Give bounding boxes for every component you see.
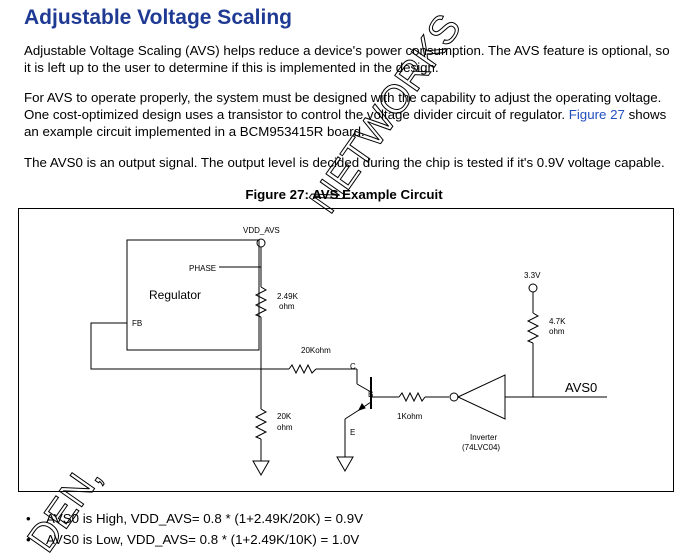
label-regulator: Regulator	[149, 288, 201, 302]
supply-3v3-terminal	[528, 283, 538, 293]
section-title: Adjustable Voltage Scaling	[24, 6, 292, 29]
label-inverter-part: (74LVC04)	[462, 443, 500, 452]
figure-27-link[interactable]: Figure 27	[568, 107, 625, 122]
circuit-schematic: VDD_AVS PHASE Regulator FB 2.49K ohm 20K…	[90, 226, 607, 477]
vdd-avs-terminal	[256, 238, 266, 248]
figure-caption: Figure 27: AVS Example Circuit	[245, 187, 443, 202]
paragraph-avs-intro: Adjustable Voltage Scaling (AVS) helps r…	[24, 43, 670, 75]
resistor-2-49k	[254, 286, 268, 318]
bullet-text: AVS0 is Low, VDD_AVS= 0.8 * (1+2.49K/10K…	[46, 532, 360, 547]
label-avs0: AVS0	[565, 380, 597, 395]
regulator-box	[126, 239, 260, 351]
paragraph-avs0-output: The AVS0 is an output signal. The output…	[24, 155, 665, 170]
label-inverter: Inverter	[470, 433, 497, 442]
inverter-bubble	[449, 392, 459, 402]
resistor-1kohm	[398, 391, 426, 403]
ground-emitter	[336, 456, 354, 473]
avs-circuit-diagram: VDD_AVS PHASE Regulator FB 2.49K ohm 20K…	[18, 208, 674, 492]
label-r1-unit: ohm	[279, 302, 295, 311]
bullet-marker: •	[26, 511, 31, 526]
bullet-text: AVS0 is High, VDD_AVS= 0.8 * (1+2.49K/20…	[46, 511, 363, 526]
label-supply-3v3: 3.3V	[524, 271, 541, 280]
paragraph-design-text: For AVS to operate properly, the system …	[24, 90, 662, 122]
label-r5-value: 4.7K	[549, 317, 566, 326]
label-fb: FB	[132, 319, 142, 328]
label-collector: C	[350, 362, 356, 371]
bullet-avs0-low: • AVS0 is Low, VDD_AVS= 0.8 * (1+2.49K/10…	[24, 529, 363, 550]
label-r1-value: 2.49K	[277, 292, 299, 301]
label-r2-value: 20Kohm	[301, 346, 331, 355]
paragraph-avs-design: For AVS to operate properly, the system …	[24, 89, 674, 140]
paragraph-design-text-end: shows an example circuit implemented in …	[24, 107, 667, 139]
bullet-marker: •	[26, 532, 31, 547]
label-r4-value: 1Kohm	[397, 412, 423, 421]
resistor-20kohm	[288, 363, 317, 375]
label-vdd-avs: VDD_AVS	[243, 226, 280, 235]
label-r3-value: 20K	[277, 412, 292, 421]
label-base: B	[368, 390, 373, 399]
label-phase: PHASE	[189, 264, 216, 273]
resistor-4-7k	[526, 312, 540, 344]
ground-divider	[252, 460, 270, 477]
resistor-20k	[254, 408, 268, 440]
inverter-triangle	[456, 374, 506, 420]
label-r5-unit: ohm	[549, 327, 565, 336]
label-emitter: E	[350, 428, 355, 437]
avs0-bullet-list: • AVS0 is High, VDD_AVS= 0.8 * (1+2.49K/2…	[24, 508, 363, 550]
bullet-avs0-high: • AVS0 is High, VDD_AVS= 0.8 * (1+2.49K/2…	[24, 508, 363, 529]
label-r3-unit: ohm	[277, 423, 293, 432]
